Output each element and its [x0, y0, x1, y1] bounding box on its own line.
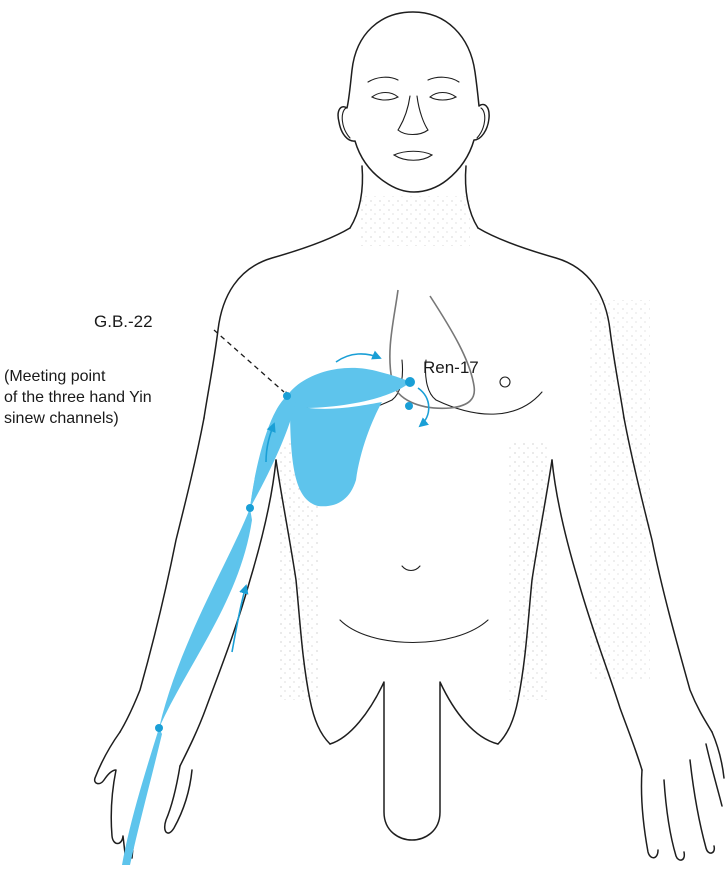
sternum-line [390, 290, 475, 408]
left-eye [372, 93, 398, 101]
annotations: G.B.-22 Ren-17 (Meeting point of the thr… [4, 312, 479, 427]
body-outline [95, 12, 724, 862]
label-meeting-line1: (Meeting point [4, 368, 106, 385]
right-nipple [500, 377, 510, 387]
head-outline [338, 12, 489, 192]
right-eyebrow [428, 77, 459, 82]
flow-arrow-icon [336, 354, 380, 362]
acupoint-dot-icon [405, 377, 415, 387]
navel [402, 566, 420, 571]
acupoint-dot-icon [405, 402, 413, 410]
acupoint-dot-icon [283, 392, 291, 400]
shading-right-arm [590, 300, 650, 680]
left-arm-inner [180, 460, 276, 766]
acupoint-dot-icon [155, 724, 163, 732]
label-gb22: G.B.-22 [94, 312, 153, 331]
shading-neck [360, 196, 470, 246]
chest-lobe [290, 402, 382, 506]
right-hand [641, 732, 724, 860]
shading-right-torso [508, 440, 548, 700]
right-eye [430, 93, 456, 101]
hand-segment [122, 728, 162, 865]
label-ren17: Ren-17 [423, 358, 479, 377]
gb22-leader-line [214, 330, 284, 392]
sinew-channel [122, 354, 429, 865]
mouth [394, 151, 432, 160]
acupoint-dot-icon [246, 504, 254, 512]
label-meeting-line2: of the three hand Yin [4, 389, 152, 406]
flow-arrow-icon [232, 586, 246, 652]
abdomen-line [340, 620, 488, 643]
nose [398, 96, 428, 135]
left-arm-outer [120, 418, 204, 732]
left-eyebrow [368, 77, 398, 82]
label-meeting-line3: sinew channels) [4, 410, 119, 427]
groin [330, 682, 498, 840]
